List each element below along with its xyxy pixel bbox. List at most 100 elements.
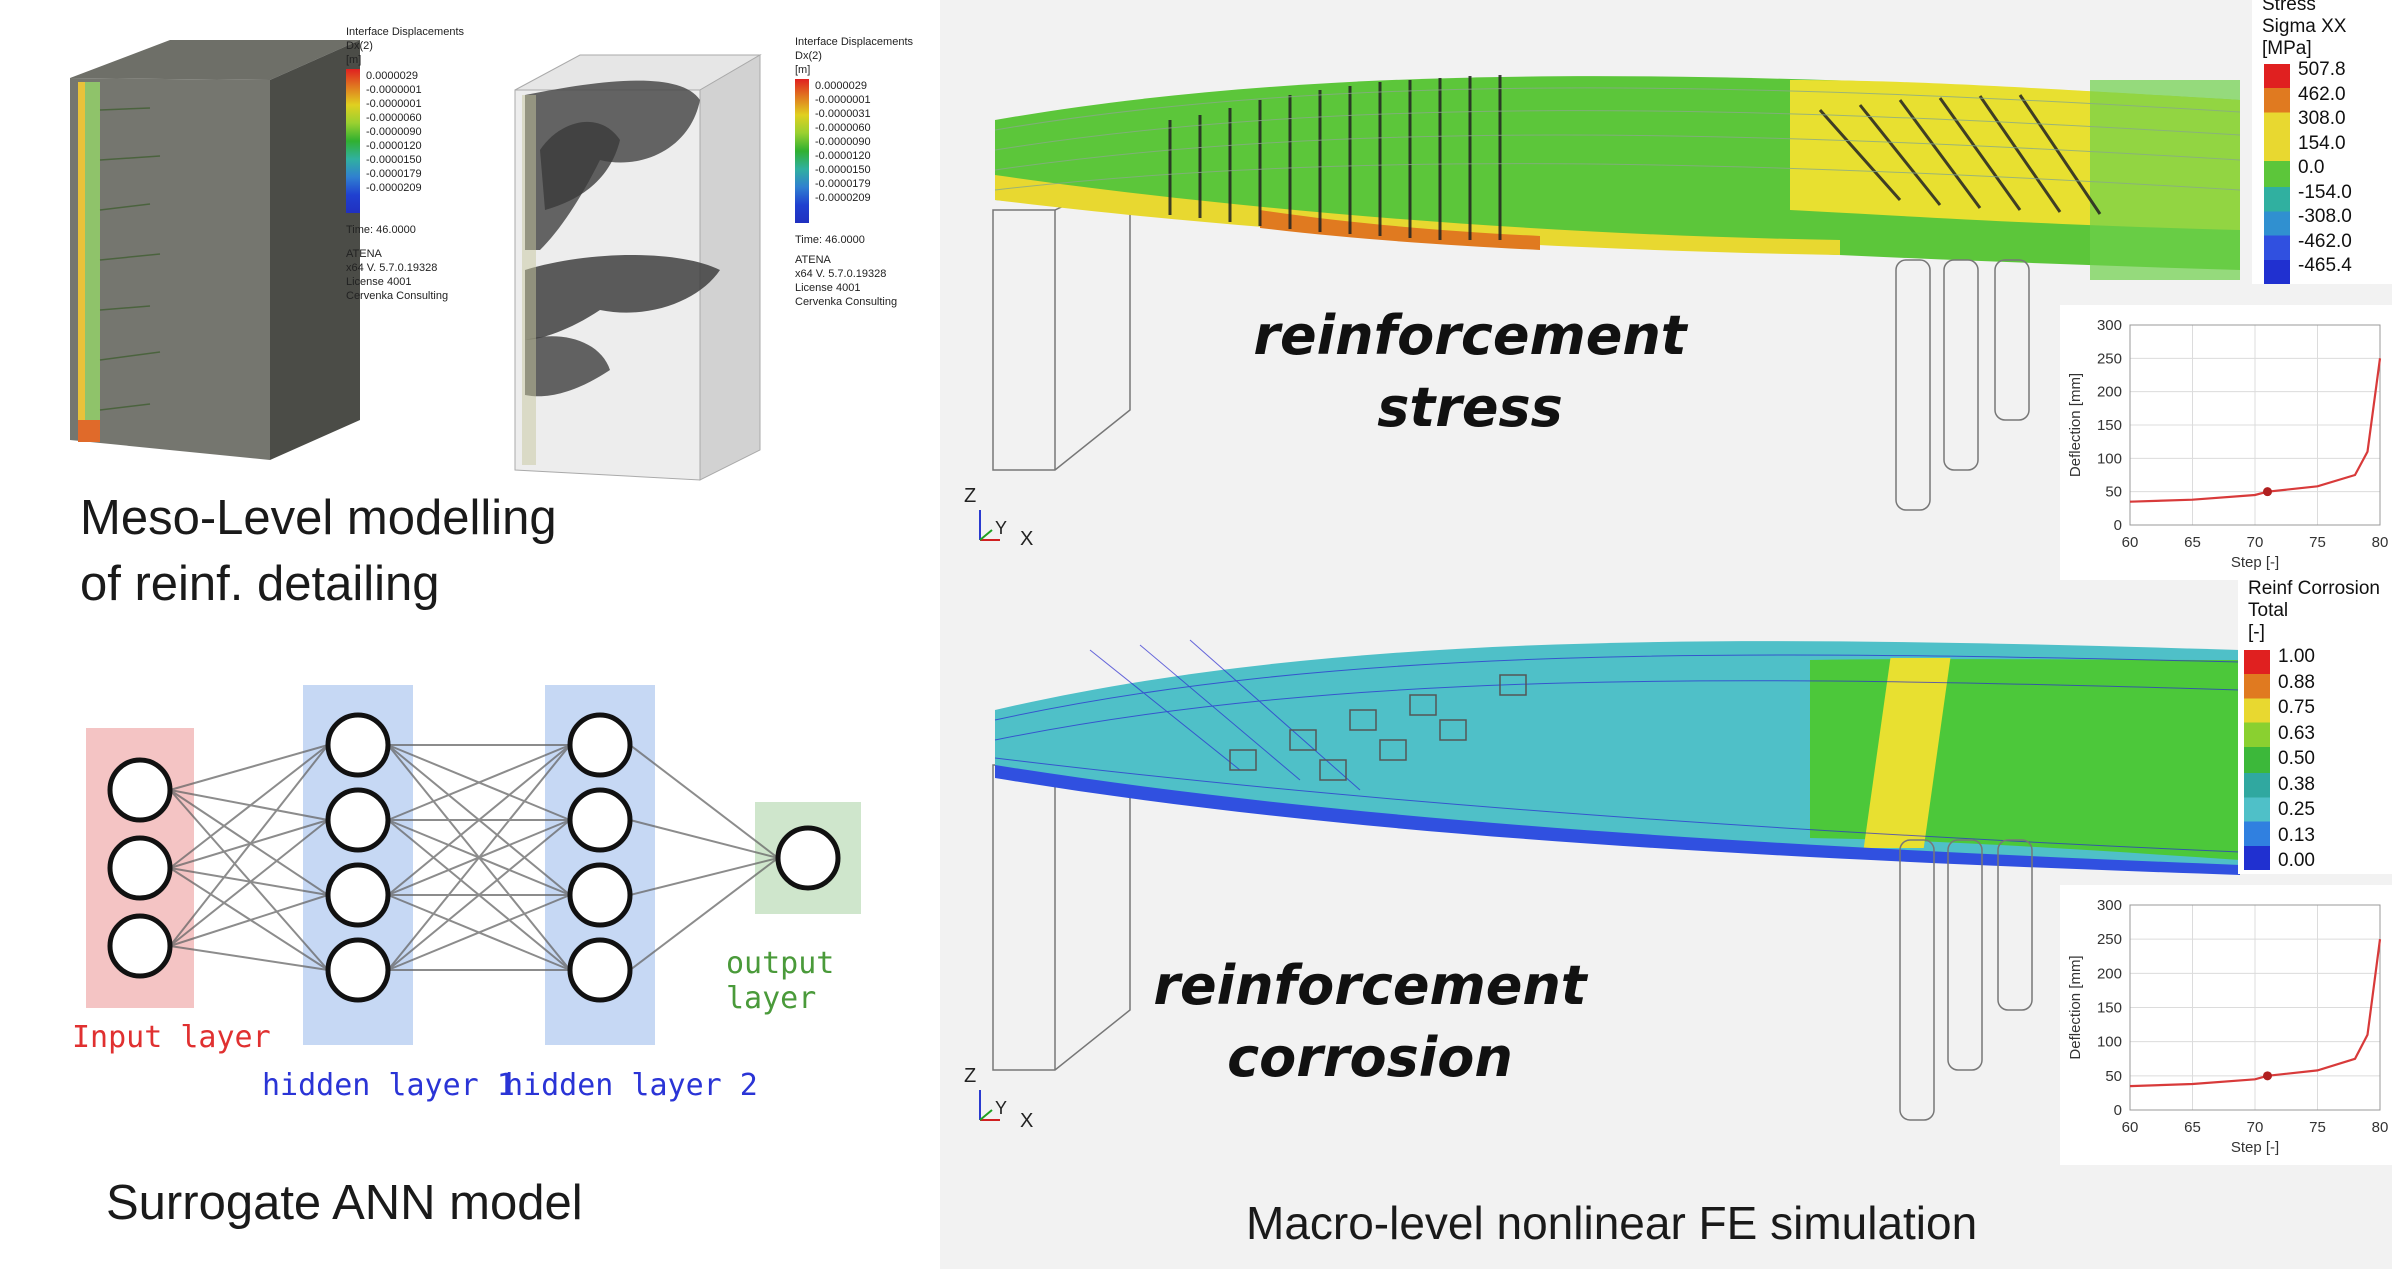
legend-version: x64 V. 5.7.0.19328 [795,268,887,280]
legend-title: Interface Displacements [795,36,913,48]
legend-value: -0.0000090 [366,126,422,138]
connection-edge [169,945,329,971]
stress-legend-title: Stress [2262,0,2316,15]
legend-company: Cervenka Consulting [346,290,449,302]
deflection-series-line [2129,939,2382,1088]
connection-edge [387,744,571,896]
y-tick-label: 300 [2097,317,2122,334]
corrosion-bridge-illustration [979,639,2241,1121]
y-tick-label: 250 [2097,350,2122,367]
stress-legend-subtitle: Sigma XX [2262,16,2347,37]
connection-edge [387,819,571,971]
corrosion-legend-value: 0.00 [2278,850,2315,871]
connection-edge [629,857,779,896]
x-tick-label: 60 [2122,1119,2139,1136]
stress-legend-value: -465.4 [2298,255,2352,276]
axis-y-label-bottom: Y [995,1098,1008,1118]
hidden1-node [325,712,391,778]
corrosion-legend-value: 1.00 [2278,646,2315,667]
hidden2-node [567,712,633,778]
corrosion-legend-subtitle: Total [2248,600,2289,621]
connection-edge [169,789,329,896]
legend-value: -0.0000209 [366,182,422,194]
legend-software: ATENA [795,254,831,266]
plot-frame [2129,904,2381,1111]
interface-displacement-legend-left: Interface Displacements Dx(2) [m] 0.0000… [346,25,506,303]
stress-color-bar [2264,64,2290,284]
connection-edge [629,744,779,859]
legend-unit: [m] [795,64,811,76]
connection-edge [169,867,329,971]
connection-edge [169,744,329,791]
legend-value: -0.0000120 [366,140,422,152]
ann-network-diagram [86,685,861,1045]
stress-legend: Stress Sigma XX [MPa] 507.8 462.0 308.0 … [2252,0,2392,284]
legend-value: -0.0000060 [366,112,422,124]
stress-bridge-illustration [979,75,2241,541]
stress-legend-value: -462.0 [2298,230,2352,252]
connection-edge [169,744,329,947]
legend-value: -0.0000060 [815,122,871,134]
hidden1-node [325,937,391,1003]
corrosion-legend-value: 0.38 [2278,773,2315,795]
hidden1-node [325,787,391,853]
interface-displacement-legend-right: Interface Displacements Dx(2) [m] 0.0000… [795,35,940,309]
y-tick-label: 250 [2097,931,2122,948]
corrosion-legend-value: 0.63 [2278,722,2315,744]
legend-value: -0.0000031 [815,108,871,120]
y-tick-label: 0 [2114,1102,2122,1119]
legend-value: -0.0000150 [366,154,422,166]
stress-label-line2: stress [1377,376,1563,439]
corrosion-legend-value: 0.75 [2278,697,2315,718]
y-tick-label: 50 [2105,484,2122,501]
stress-legend-value: 507.8 [2298,59,2346,80]
connection-edge [169,744,329,869]
y-axis-label: Deflection [mm] [2067,955,2084,1059]
legend-color-bar [795,79,809,223]
x-tick-label: 65 [2184,1119,2201,1136]
hidden-layer-2-label: hidden layer 2 [505,1068,758,1103]
legend-value: -0.0000179 [366,168,422,180]
stress-legend-value: 154.0 [2298,132,2346,154]
legend-value: 0.0000029 [815,80,867,92]
connection-edge [387,744,571,821]
legend-time: Time: 46.0000 [346,224,416,236]
y-tick-label: 50 [2105,1068,2122,1085]
corrosion-legend-value: 0.50 [2278,748,2315,769]
x-tick-label: 75 [2309,1119,2326,1136]
corrosion-color-bar [2244,650,2270,870]
input-layer-label: Input layer [72,1020,271,1055]
axis-z-label-bottom: Z [964,1065,977,1087]
stress-legend-value: 462.0 [2298,83,2346,105]
connection-edge [629,819,779,859]
corrosion-label-line2: corrosion [1227,1026,1513,1089]
legend-value: 0.0000029 [366,70,418,82]
stress-label: reinforcement stress [1240,300,1700,444]
y-axis-label: Deflection [mm] [2067,373,2084,477]
legend-value: -0.0000001 [815,94,871,106]
ann-panel: Input layer hidden layer 1 hidden layer … [0,650,940,1269]
hidden2-node [567,862,633,928]
legend-value: -0.0000001 [366,98,422,110]
meso-panel: Interface Displacements Dx(2) [m] 0.0000… [0,0,940,620]
macro-caption: Macro-level nonlinear FE simulation [1246,1197,1978,1249]
stress-legend-value: 308.0 [2298,108,2346,129]
meso-blocks-illustration [70,40,762,481]
corrosion-legend-unit: [-] [2248,622,2265,643]
input-node [107,835,173,901]
deflection-series-line [2129,358,2382,503]
x-tick-label: 65 [2184,534,2201,551]
axis-x-label-bottom: X [1020,1110,1034,1132]
output-node [775,825,841,891]
connection-edge [629,857,779,971]
meso-caption-line2: of reinf. detailing [80,557,440,611]
connection-edge [169,867,329,896]
stress-legend-value: 0.0 [2298,157,2325,178]
corrosion-label-line1: reinforcement [1153,954,1587,1017]
input-node [107,913,173,979]
axis-y-label-top: Y [995,518,1008,538]
corrosion-label: reinforcement corrosion [1140,950,1600,1094]
legend-value: -0.0000179 [815,178,871,190]
